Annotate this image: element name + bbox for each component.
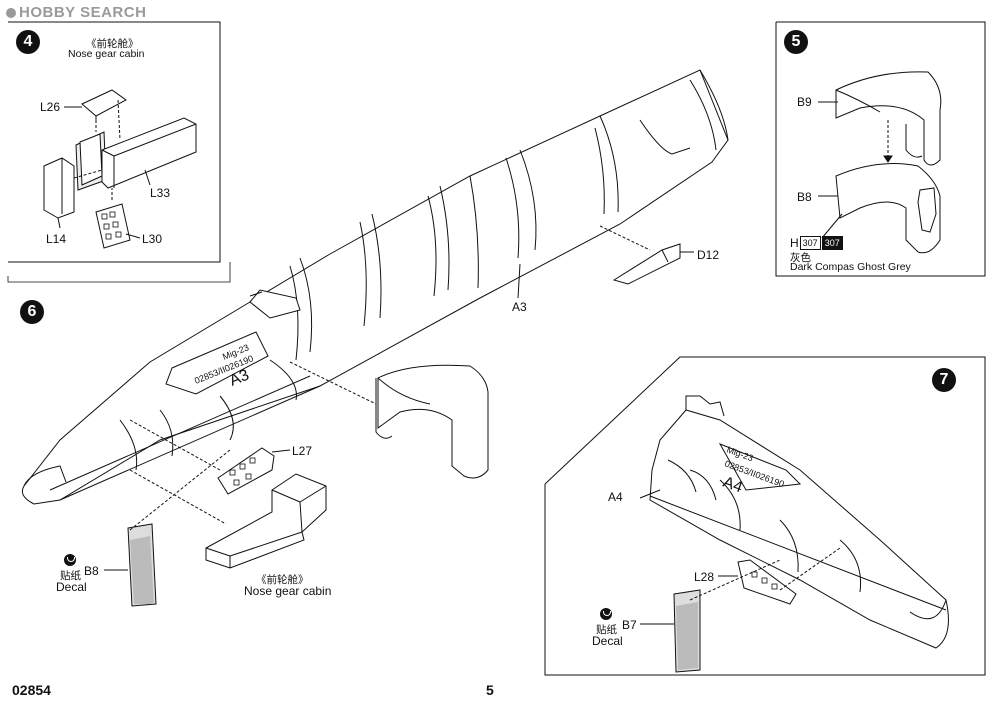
decal-label-en: Decal — [56, 580, 87, 594]
fuselage-a4 — [639, 395, 949, 649]
watermark-logo-icon — [6, 8, 16, 18]
part-label-l14: L14 — [46, 232, 67, 246]
nose-gear-cabin-step6 — [129, 469, 327, 569]
part-l28 — [718, 547, 841, 605]
decal-b7-strip — [640, 559, 781, 673]
part-label-b7-decal: B7 — [622, 618, 637, 632]
decal-icon-step7 — [600, 608, 612, 620]
part-label-b8-decal: B8 — [84, 564, 99, 578]
paint-code-box: 307 — [799, 236, 821, 250]
part-label-b9: B9 — [797, 95, 812, 109]
part-label-l33: L33 — [150, 186, 171, 200]
decal-b8-strip — [104, 449, 231, 607]
kit-number: 02854 — [12, 682, 51, 698]
part-label-b8-tub: B8 — [797, 190, 812, 204]
step4-title-cn: 《前轮舱》 — [86, 38, 139, 50]
fuselage-a3 — [21, 69, 729, 505]
part-l27 — [129, 419, 291, 495]
step6-panel-border — [7, 262, 231, 283]
hobby-search-watermark: HOBBY SEARCH — [6, 4, 146, 21]
part-label-l27: L27 — [292, 444, 313, 458]
part-label-d12: D12 — [697, 248, 720, 262]
step-7-badge: 7 — [932, 368, 956, 392]
step4-parts — [43, 89, 197, 249]
cockpit-tub-step6 — [289, 361, 489, 479]
step-4-badge: 4 — [16, 30, 40, 54]
step5-parts — [818, 71, 942, 254]
step7-panel-border — [544, 356, 986, 676]
paint-name-en: Dark Compas Ghost Grey — [790, 261, 911, 273]
step-6-badge: 6 — [20, 300, 44, 324]
step6-cabin-cn: 《前轮舱》 — [256, 574, 309, 586]
page-number: 5 — [486, 682, 494, 698]
part-label-l30: L30 — [142, 232, 163, 246]
step4-panel-border — [8, 21, 221, 263]
step-5-badge: 5 — [784, 30, 808, 54]
fuselage-a3-text-part: A3 — [227, 367, 252, 390]
part-label-a4: A4 — [608, 490, 623, 504]
step4-title-en: Nose gear cabin — [68, 48, 145, 60]
fuselage-a4-text-part: A4 — [721, 474, 745, 497]
step5-panel-border — [775, 21, 986, 277]
decal-label-cn: 贴纸 — [60, 570, 81, 582]
part-label-a3: A3 — [512, 300, 527, 314]
decal-icon — [64, 554, 76, 566]
part-label-l26: L26 — [40, 100, 61, 114]
step6-cabin-en: Nose gear cabin — [244, 584, 332, 598]
part-label-l28: L28 — [694, 570, 715, 584]
paint-name-cn: 灰色 — [790, 252, 811, 264]
decal-label-en-step7: Decal — [592, 634, 623, 648]
paint-letter: H — [790, 236, 799, 250]
paint-code-box-inverted: 307 — [821, 236, 843, 250]
part-d12 — [599, 225, 694, 285]
decal-label-cn-step7: 贴纸 — [596, 624, 617, 636]
